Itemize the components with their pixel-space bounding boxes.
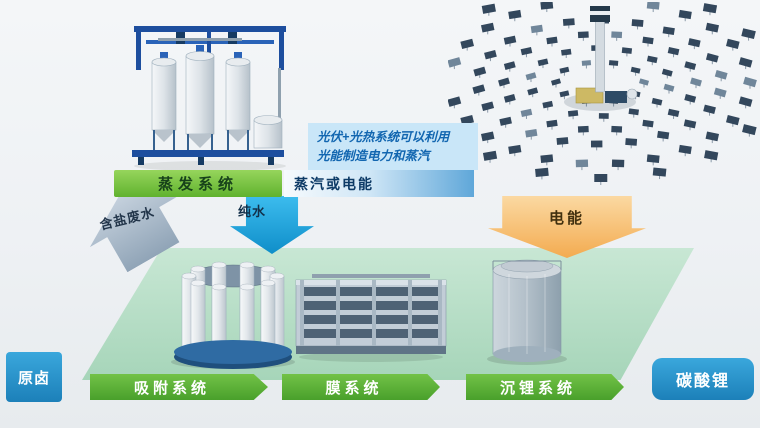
solar-heliostat-field-icon (448, 2, 757, 185)
membrane-skid-icon (295, 274, 447, 362)
membrane-system-banner: 膜系统 (282, 374, 440, 400)
raw-brine-label: 原卤 (17, 369, 50, 387)
adsorption-system-banner: 吸附系统 (90, 374, 268, 400)
steam-or-power-label: 蒸汽或电能 (294, 175, 374, 192)
pv-solar-note: 光伏+光热系统可以利用 光能制造电力和蒸汽 (308, 123, 478, 170)
adsorption-cylinders (181, 261, 285, 359)
adsorption-system-label: 吸附系统 (133, 379, 210, 397)
lithium-precipitation-banner: 沉锂系统 (466, 374, 624, 400)
pure-water-label: 纯水 (238, 204, 267, 219)
lithium-carbonate-label: 碳酸锂 (675, 373, 730, 390)
solar-tower (564, 6, 638, 111)
heliostat-mirrors (448, 2, 757, 185)
precipitation-tank-icon (487, 259, 567, 365)
membrane-system-label: 膜系统 (325, 379, 383, 397)
adsorption-columns-icon (171, 261, 295, 369)
pv-solar-note-line2: 光能制造电力和蒸汽 (317, 148, 430, 163)
evaporation-plant-3d-icon (132, 26, 286, 171)
evaporation-system-box: 蒸发系统 (114, 170, 282, 197)
evaporation-system-label: 蒸发系统 (157, 176, 238, 193)
lithium-precipitation-label: 沉锂系统 (499, 379, 576, 397)
lithium-carbonate-box: 碳酸锂 (652, 358, 754, 400)
electric-power-label: 电能 (548, 210, 585, 227)
steam-or-power-bar: 蒸汽或电能 (284, 170, 474, 197)
pv-solar-note-line1: 光伏+光热系统可以利用 (317, 130, 450, 144)
raw-brine-box: 原卤 (6, 352, 62, 402)
